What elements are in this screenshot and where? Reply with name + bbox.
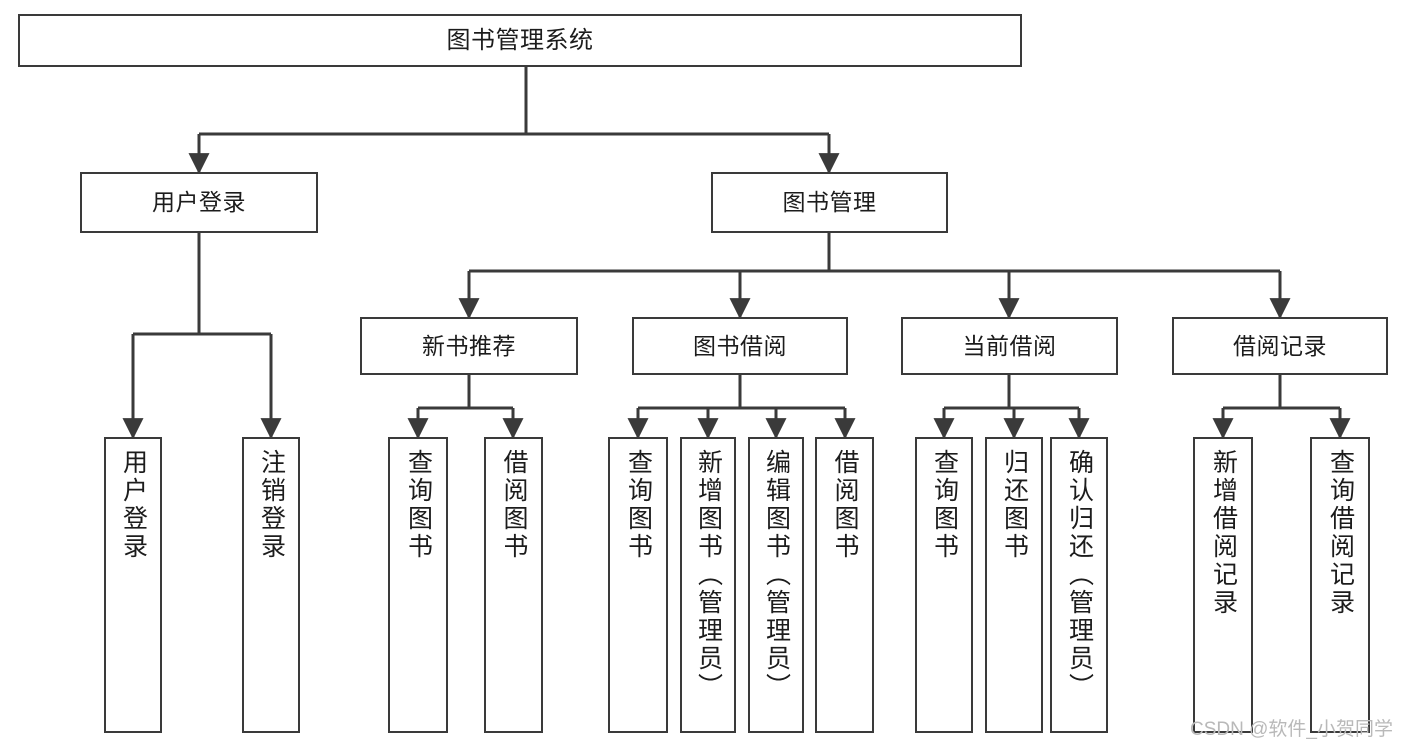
node-leaf-query-book-2-label: 查询图书	[624, 449, 653, 561]
node-book-borrow[interactable]: 图书借阅	[632, 317, 848, 375]
node-user-login-label: 用户登录	[152, 189, 246, 216]
node-leaf-add-record[interactable]: 新增借阅记录	[1193, 437, 1253, 733]
node-leaf-query-book-1[interactable]: 查询图书	[388, 437, 448, 733]
node-book-manage[interactable]: 图书管理	[711, 172, 948, 233]
node-leaf-return-book-label: 归还图书	[1000, 449, 1029, 561]
node-leaf-logout[interactable]: 注销登录	[242, 437, 300, 733]
node-leaf-add-book-label: 新增图书（管理员）	[694, 449, 723, 701]
node-leaf-edit-book-label: 编辑图书（管理员）	[762, 449, 791, 701]
node-leaf-query-book-1-label: 查询图书	[404, 449, 433, 561]
node-leaf-query-record[interactable]: 查询借阅记录	[1310, 437, 1370, 733]
node-leaf-logout-label: 注销登录	[257, 449, 286, 561]
node-user-login[interactable]: 用户登录	[80, 172, 318, 233]
node-leaf-query-book-2[interactable]: 查询图书	[608, 437, 668, 733]
node-leaf-borrow-book-2[interactable]: 借阅图书	[815, 437, 874, 733]
node-leaf-borrow-book-2-label: 借阅图书	[831, 449, 859, 561]
node-leaf-confirm-return-label: 确认归还（管理员）	[1065, 449, 1094, 701]
node-leaf-borrow-book-1-label: 借阅图书	[500, 449, 528, 561]
node-leaf-add-record-label: 新增借阅记录	[1209, 449, 1238, 617]
node-leaf-add-book[interactable]: 新增图书（管理员）	[680, 437, 736, 733]
node-leaf-edit-book[interactable]: 编辑图书（管理员）	[748, 437, 804, 733]
node-root[interactable]: 图书管理系统	[18, 14, 1022, 67]
node-borrow-record-label: 借阅记录	[1233, 332, 1327, 359]
node-current-borrow[interactable]: 当前借阅	[901, 317, 1118, 375]
node-new-book-recommend[interactable]: 新书推荐	[360, 317, 578, 375]
node-current-borrow-label: 当前借阅	[962, 332, 1057, 359]
node-leaf-confirm-return[interactable]: 确认归还（管理员）	[1050, 437, 1108, 733]
node-root-label: 图书管理系统	[446, 26, 594, 54]
node-book-manage-label: 图书管理	[782, 189, 877, 216]
watermark: CSDN @软件_小贺同学	[1190, 719, 1393, 740]
node-leaf-user-login-label: 用户登录	[119, 449, 148, 561]
node-book-borrow-label: 图书借阅	[693, 332, 787, 359]
node-leaf-return-book[interactable]: 归还图书	[985, 437, 1043, 733]
node-leaf-query-record-label: 查询借阅记录	[1326, 449, 1355, 617]
node-leaf-query-book-3[interactable]: 查询图书	[915, 437, 973, 733]
node-new-book-recommend-label: 新书推荐	[422, 332, 516, 359]
node-borrow-record[interactable]: 借阅记录	[1172, 317, 1388, 375]
node-leaf-borrow-book-1[interactable]: 借阅图书	[484, 437, 543, 733]
node-leaf-user-login[interactable]: 用户登录	[104, 437, 162, 733]
node-leaf-query-book-3-label: 查询图书	[930, 449, 959, 561]
